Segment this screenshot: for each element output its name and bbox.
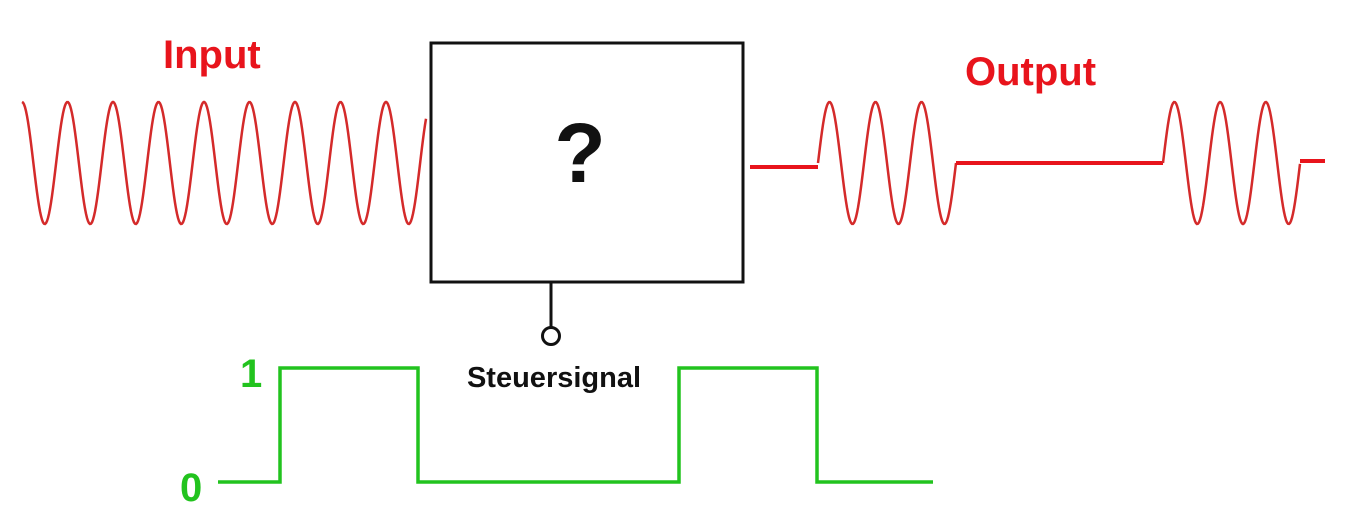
output-waveform — [750, 100, 1325, 226]
output-label: Output — [965, 50, 1096, 94]
control-signal-label: Steuersignal — [467, 362, 641, 394]
output-burst — [1161, 100, 1302, 226]
control-square-wave — [218, 366, 933, 484]
input-waveform — [21, 100, 428, 226]
unknown-block — [429, 41, 745, 284]
level-high-label: 1 — [240, 352, 262, 396]
level-low-label: 0 — [180, 466, 202, 510]
unknown-block-question-mark: ? — [554, 106, 605, 200]
output-burst — [816, 100, 958, 226]
input-label: Input — [163, 33, 261, 77]
control-input-terminal — [541, 326, 561, 346]
